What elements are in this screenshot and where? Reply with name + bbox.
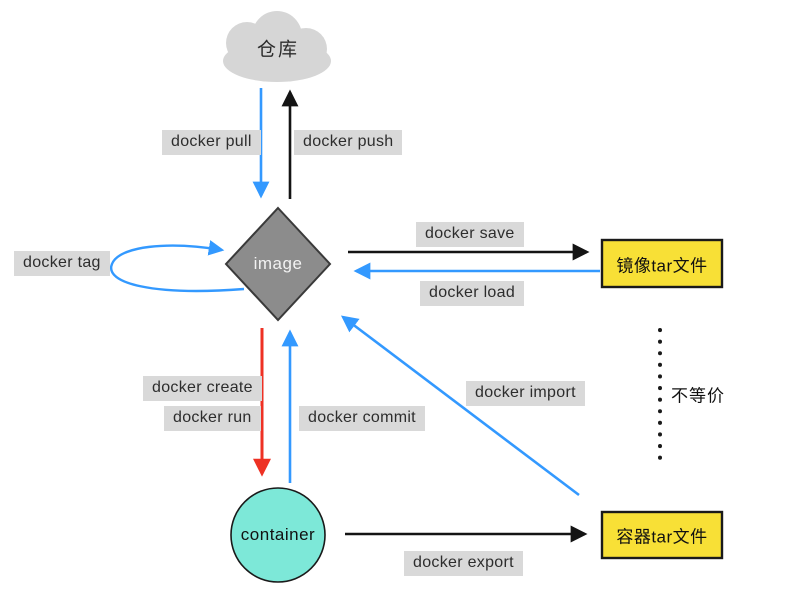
repository-node-label: 仓库 bbox=[256, 39, 300, 61]
image-tar-node-label: 镜像tar文件 bbox=[616, 256, 708, 276]
docker-tag-loop-arrow bbox=[109, 240, 245, 293]
not-equivalent-label: 不等价 bbox=[671, 386, 725, 406]
docker-create-label: docker create bbox=[143, 376, 262, 401]
image-tar-box-shape bbox=[600, 238, 724, 289]
container-tar-node-label: 容器tar文件 bbox=[616, 527, 708, 547]
container-circle-shape bbox=[230, 487, 326, 583]
image-diamond-shape bbox=[224, 206, 332, 322]
docker-pull-label: docker pull bbox=[162, 130, 261, 155]
docker-import-label: docker import bbox=[466, 381, 585, 406]
container-node-label: container bbox=[240, 525, 316, 544]
container-tar-box-shape bbox=[600, 510, 724, 560]
docker-push-label: docker push bbox=[294, 130, 403, 155]
docker-export-label: docker export bbox=[404, 551, 523, 576]
repository-cloud-shape bbox=[223, 11, 331, 82]
docker-import-arrow bbox=[340, 315, 580, 497]
docker-save-label: docker save bbox=[416, 222, 524, 247]
docker-commit-label: docker commit bbox=[299, 406, 425, 431]
docker-load-label: docker load bbox=[420, 281, 525, 306]
docker-tag-label: docker tag bbox=[14, 251, 110, 276]
image-node-label: image bbox=[253, 254, 303, 273]
docker-run-label: docker run bbox=[164, 406, 261, 431]
